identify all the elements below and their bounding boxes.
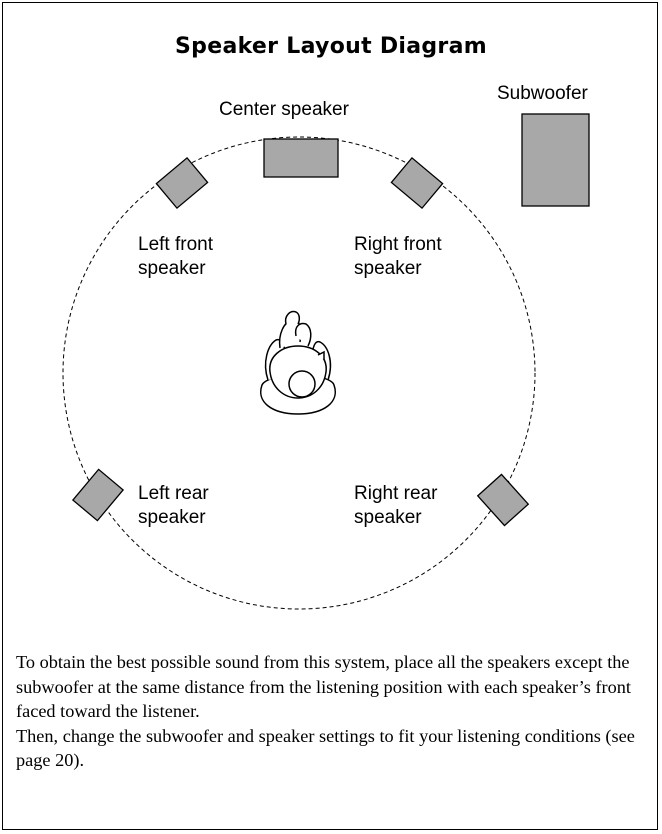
right-front-speaker-label: Right front speaker — [354, 234, 442, 279]
instructions-paragraph-2: Then, change the subwoofer and speaker s… — [16, 725, 635, 771]
left-front-speaker-label: Left front speaker — [138, 234, 213, 279]
left-front-speaker — [155, 156, 209, 210]
right-rear-speaker — [476, 473, 530, 527]
right-front-speaker — [390, 156, 444, 210]
right-rear-speaker-label: Right rear speaker — [354, 483, 438, 528]
center-speaker-label: Center speaker — [219, 99, 349, 120]
diagram-title: Speaker Layout Diagram — [175, 34, 487, 59]
left-rear-speaker — [71, 468, 125, 522]
subwoofer-label: Subwoofer — [497, 83, 588, 104]
left-rear-speaker-label: Left rear speaker — [138, 483, 209, 528]
subwoofer — [521, 113, 590, 207]
center-speaker — [263, 138, 339, 178]
instructions-paragraph-1: To obtain the best possible sound from t… — [16, 652, 631, 721]
placement-instructions: To obtain the best possible sound from t… — [16, 650, 646, 773]
placement-circle — [62, 136, 536, 610]
listener-icon — [260, 310, 336, 415]
